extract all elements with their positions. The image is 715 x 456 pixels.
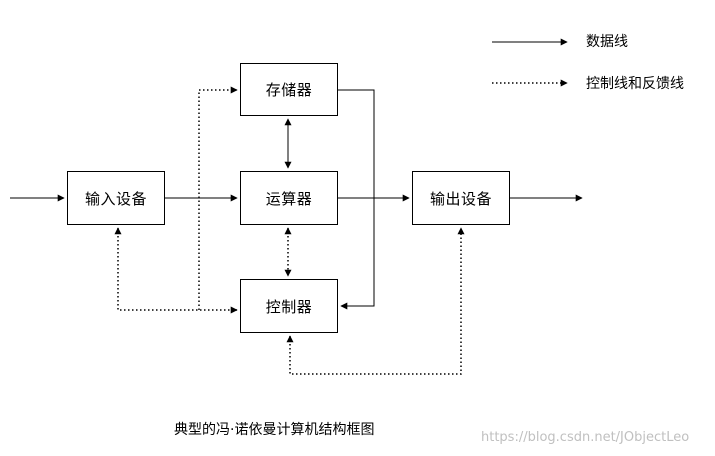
source-watermark: https://blog.csdn.net/JObjectLeo: [481, 430, 690, 445]
control-memory-dotted-line: [198, 86, 238, 310]
control-unit-box: 控制器: [240, 279, 338, 333]
legend-control-line-label: 控制线和反馈线: [586, 76, 684, 92]
output-device-label: 输出设备: [429, 189, 492, 208]
diagram-caption: 典型的冯·诺依曼计算机结构框图: [174, 422, 375, 438]
memory-box: 存储器: [240, 63, 338, 116]
control-unit-label: 控制器: [265, 297, 313, 316]
memory-label: 存储器: [265, 81, 313, 99]
legend-data-line-label: 数据线: [586, 34, 628, 50]
alu-label: 运算器: [265, 189, 313, 208]
input-device-label: 输入设备: [84, 189, 147, 208]
output-device-box: 输出设备: [412, 171, 510, 225]
input-device-box: 输入设备: [67, 171, 165, 225]
alu-box: 运算器: [240, 171, 338, 225]
input-control-dotted-line: [114, 227, 238, 314]
